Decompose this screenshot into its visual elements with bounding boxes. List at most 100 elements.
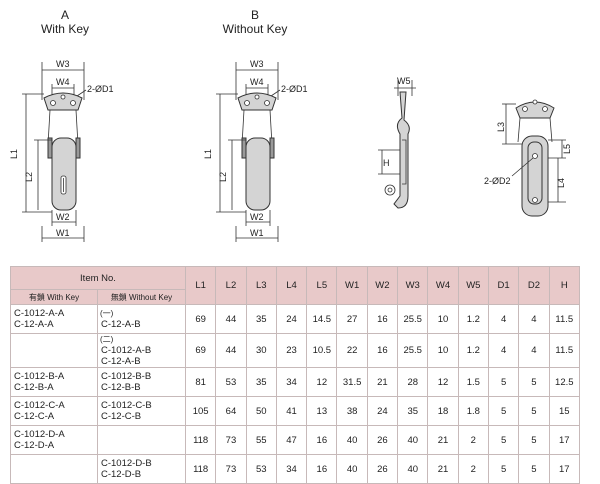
with-key-cell xyxy=(10,333,98,368)
without-key-model: C-12-A-B xyxy=(101,319,141,330)
value-cell-d1: 5 xyxy=(487,367,520,397)
technical-drawings: W3 W4 2-ØD1 L1 L2 W2 xyxy=(9,59,572,242)
view-a-name: With Key xyxy=(40,22,89,36)
value-cell-h: 11.5 xyxy=(548,333,581,368)
without-key-model: C-1012-C-B xyxy=(101,400,152,411)
value-cell-w3: 40 xyxy=(397,425,429,455)
value-cell-w1: 38 xyxy=(336,396,368,426)
value-cell-w3: 40 xyxy=(397,454,429,484)
value-cell-l3: 35 xyxy=(245,304,277,334)
with-key-header: 有鎖 With Key xyxy=(10,289,98,305)
view-a-letter: A xyxy=(60,8,69,22)
value-cell-l2: 64 xyxy=(215,396,247,426)
col-header-l4: L4 xyxy=(275,266,308,305)
col-header-d1: D1 xyxy=(487,266,520,305)
value-cell-w1: 27 xyxy=(336,304,368,334)
view-a-w2-label: W2 xyxy=(56,212,70,222)
value-cell-w2: 26 xyxy=(366,454,399,484)
view-a-w4-label: W4 xyxy=(56,77,70,87)
col-header-l5: L5 xyxy=(306,266,338,305)
value-cell-h: 17 xyxy=(548,425,581,455)
value-cell-l2: 73 xyxy=(215,425,247,455)
without-key-model: C-1012-D-B xyxy=(101,458,152,469)
view-b-l2-label: L2 xyxy=(218,172,228,182)
value-cell-w3: 25.5 xyxy=(397,333,429,368)
value-cell-w2: 16 xyxy=(366,333,399,368)
value-cell-l2: 44 xyxy=(215,304,247,334)
value-cell-l3: 53 xyxy=(245,454,277,484)
value-cell-l4: 41 xyxy=(275,396,308,426)
with-key-model: C-1012-B-A xyxy=(14,371,65,382)
with-key-model: C-1012-A-A xyxy=(14,308,65,319)
value-cell-l1: 118 xyxy=(184,454,217,484)
value-cell-w2: 16 xyxy=(366,304,399,334)
value-cell-l4: 24 xyxy=(275,304,308,334)
value-cell-d1: 5 xyxy=(487,396,520,426)
value-cell-l1: 105 xyxy=(184,396,217,426)
view-b-l1-label: L1 xyxy=(203,149,213,159)
with-key-model: C-12-D-A xyxy=(14,440,55,451)
value-cell-w1: 40 xyxy=(336,454,368,484)
value-cell-w4: 21 xyxy=(427,425,459,455)
value-cell-w5: 2 xyxy=(457,454,489,484)
value-cell-w4: 21 xyxy=(427,454,459,484)
side-w5-label: W5 xyxy=(397,76,411,86)
view-b-w4-label: W4 xyxy=(250,77,264,87)
value-cell-l3: 30 xyxy=(245,333,277,368)
value-cell-l3: 55 xyxy=(245,425,277,455)
item-no-header: Item No. xyxy=(10,266,186,290)
with-key-model: C-12-B-A xyxy=(14,382,54,393)
with-key-model: C-12-A-A xyxy=(14,319,54,330)
value-cell-d2: 4 xyxy=(518,333,550,368)
without-key-model: C-12-D-B xyxy=(101,469,142,480)
value-cell-l2: 73 xyxy=(215,454,247,484)
view-a-caption: A With Key xyxy=(30,8,100,36)
value-cell-d2: 5 xyxy=(518,396,550,426)
col-header-l3: L3 xyxy=(245,266,277,305)
col-header-d2: D2 xyxy=(518,266,550,305)
col-header-l2: L2 xyxy=(215,266,247,305)
value-cell-d2: 5 xyxy=(518,425,550,455)
col-header-w5: W5 xyxy=(457,266,489,305)
view-b-w2-label: W2 xyxy=(250,212,264,222)
value-cell-d1: 4 xyxy=(487,304,520,334)
value-cell-l5: 14.5 xyxy=(306,304,338,334)
value-cell-w1: 40 xyxy=(336,425,368,455)
value-cell-w3: 28 xyxy=(397,367,429,397)
value-cell-w3: 35 xyxy=(397,396,429,426)
value-cell-d1: 4 xyxy=(487,333,520,368)
value-cell-w5: 1.8 xyxy=(457,396,489,426)
value-cell-l5: 16 xyxy=(306,454,338,484)
without-key-model: C-12-A-B xyxy=(101,356,141,367)
without-key-model: C-12-C-B xyxy=(101,411,142,422)
col-header-w3: W3 xyxy=(397,266,429,305)
value-cell-h: 15 xyxy=(548,396,581,426)
back-l4-label: L4 xyxy=(556,178,566,188)
value-cell-l4: 34 xyxy=(275,367,308,397)
without-key-model: C-1012-A-B xyxy=(101,345,152,356)
value-cell-w2: 21 xyxy=(366,367,399,397)
value-cell-w5: 1.5 xyxy=(457,367,489,397)
value-cell-l1: 81 xyxy=(184,367,217,397)
value-cell-l5: 16 xyxy=(306,425,338,455)
value-cell-w4: 10 xyxy=(427,304,459,334)
value-cell-h: 11.5 xyxy=(548,304,581,334)
view-b-w3-label: W3 xyxy=(250,59,264,69)
back-view-drawing: L3 L5 L4 2-ØD2 xyxy=(484,99,572,217)
view-a-w3-label: W3 xyxy=(56,59,70,69)
col-header-w2: W2 xyxy=(366,266,399,305)
value-cell-l5: 13 xyxy=(306,396,338,426)
value-cell-d1: 5 xyxy=(487,454,520,484)
